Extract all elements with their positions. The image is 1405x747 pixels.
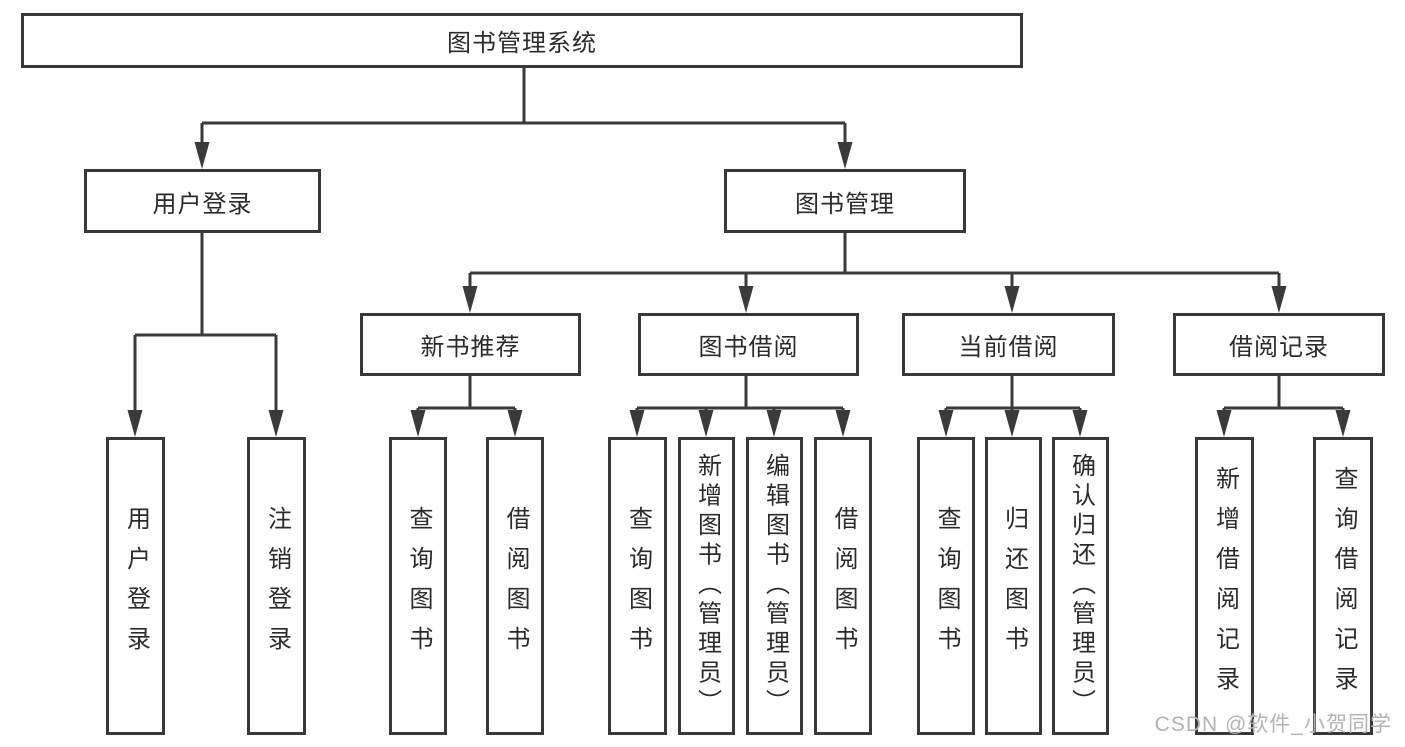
- leaf-borrow-book-recommend: 借阅图书: [486, 437, 544, 735]
- node-new-book-recommend-label: 新书推荐: [420, 334, 521, 361]
- node-borrow-records-label: 借阅记录: [1229, 334, 1329, 361]
- leaf-borrow-book: 借阅图书: [814, 437, 872, 735]
- node-book-management: 图书管理: [724, 169, 966, 233]
- leaf-logout-login-label: 注销登录: [263, 506, 291, 666]
- leaf-edit-book-admin: 编辑图书（管理员）: [746, 437, 803, 735]
- leaf-confirm-return-admin-label: 确认归还（管理员）: [1067, 453, 1095, 719]
- node-current-borrow-label: 当前借阅: [958, 334, 1059, 361]
- node-current-borrow: 当前借阅: [902, 313, 1115, 376]
- leaf-confirm-return-admin: 确认归还（管理员）: [1052, 437, 1109, 735]
- leaf-return-book: 归还图书: [985, 437, 1042, 735]
- leaf-add-borrow-record: 新增借阅记录: [1195, 437, 1254, 735]
- leaf-user-login-label: 用户登录: [122, 506, 150, 666]
- node-new-book-recommend: 新书推荐: [360, 313, 581, 376]
- leaf-query-book-borrow-label: 查询图书: [624, 506, 652, 666]
- leaf-query-borrow-record-label: 查询借阅记录: [1330, 466, 1357, 706]
- leaf-add-book-admin: 新增图书（管理员）: [678, 437, 735, 735]
- node-book-borrow-label: 图书借阅: [698, 334, 799, 361]
- leaf-edit-book-admin-label: 编辑图书（管理员）: [761, 453, 789, 719]
- leaf-add-book-admin-label: 新增图书（管理员）: [693, 453, 721, 719]
- leaf-borrow-book-label: 借阅图书: [830, 506, 857, 666]
- leaf-query-book-current: 查询图书: [917, 437, 975, 735]
- leaf-query-borrow-record: 查询借阅记录: [1313, 437, 1373, 735]
- leaf-borrow-book-recommend-label: 借阅图书: [502, 506, 529, 666]
- node-book-management-label: 图书管理: [795, 190, 895, 218]
- leaf-user-login: 用户登录: [106, 437, 165, 735]
- node-user-login-label: 用户登录: [152, 190, 253, 218]
- leaf-logout-login: 注销登录: [247, 437, 306, 735]
- node-borrow-records: 借阅记录: [1173, 313, 1385, 376]
- leaf-query-book-recommend-label: 查询图书: [405, 506, 432, 666]
- leaf-add-borrow-record-label: 新增借阅记录: [1211, 466, 1239, 706]
- leaf-query-book-borrow: 查询图书: [608, 437, 667, 735]
- node-user-login: 用户登录: [84, 169, 321, 233]
- node-root-label: 图书管理系统: [447, 30, 597, 57]
- node-root: 图书管理系统: [21, 13, 1023, 68]
- leaf-query-book-current-label: 查询图书: [933, 506, 960, 666]
- leaf-query-book-recommend: 查询图书: [389, 437, 447, 735]
- watermark: CSDN @软件_小贺同学: [1154, 713, 1392, 736]
- leaf-return-book-label: 归还图书: [1000, 506, 1028, 666]
- node-book-borrow: 图书借阅: [638, 313, 859, 376]
